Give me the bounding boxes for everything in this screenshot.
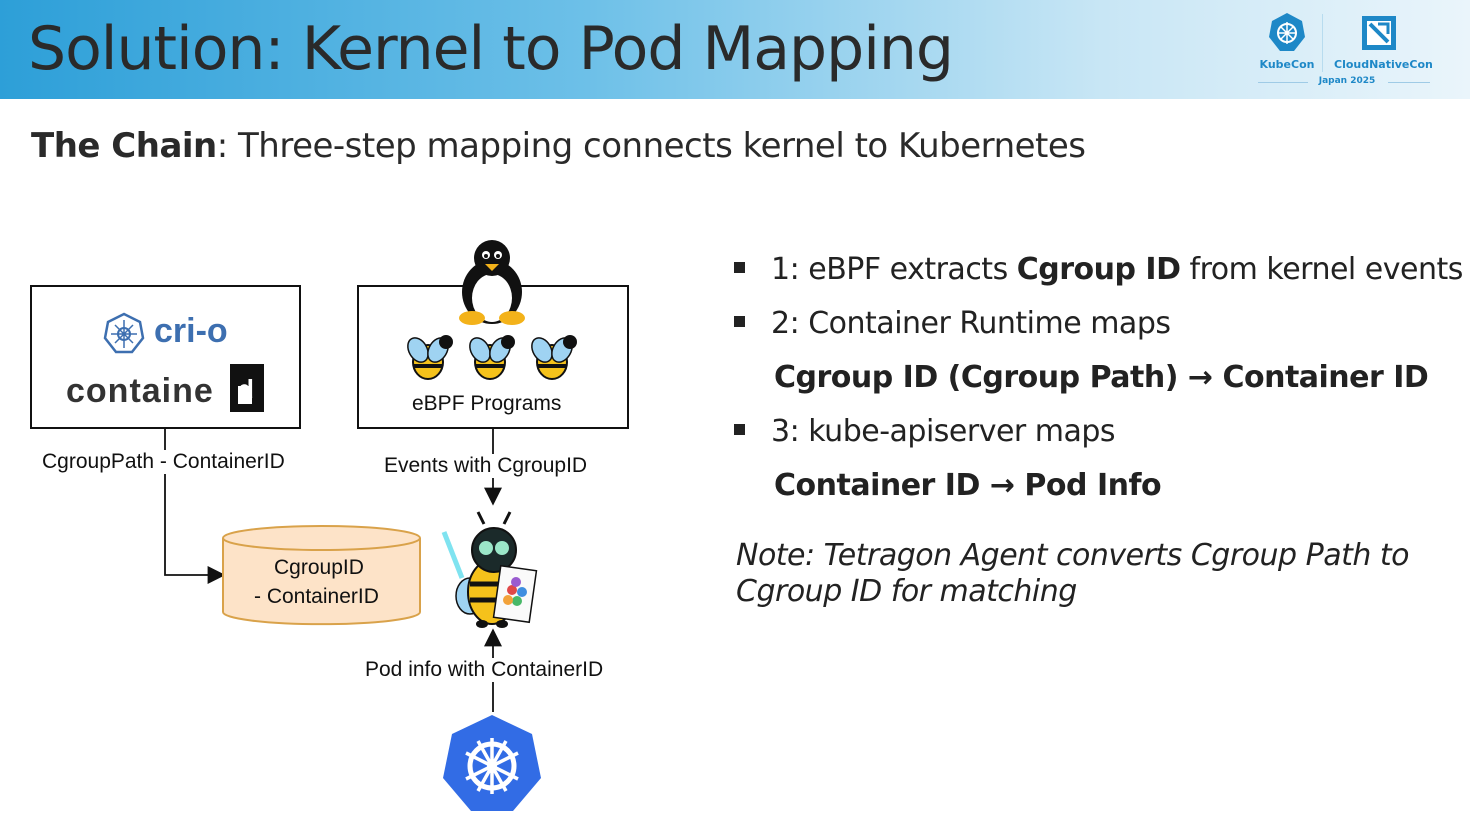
containerd-d-inner — [238, 386, 252, 404]
logo-divider — [1322, 14, 1323, 72]
bullet-square-icon — [734, 262, 745, 273]
containerd-box-letter: d — [238, 374, 254, 404]
bee-icon — [407, 335, 453, 380]
cgroup-container-store — [222, 525, 421, 626]
step-3: 3: kube-apiserver maps — [734, 412, 1116, 452]
bullet-square-icon — [734, 316, 745, 327]
crio-icon — [103, 312, 145, 354]
right-arrow-icon: → — [989, 468, 1015, 503]
step-2-target: Container ID — [1222, 360, 1429, 395]
logo-rule-left — [1258, 82, 1308, 83]
kubecon-label: KubeCon — [1259, 58, 1315, 71]
event-logos: KubeCon CloudNativeCon Japan 2025 — [1252, 10, 1442, 90]
step-2-source: Cgroup ID (Cgroup Path) — [774, 360, 1178, 395]
store-line2: - ContainerID — [254, 585, 379, 608]
step-3-pre: 3: kube-apiserver maps — [771, 414, 1116, 449]
step-2-mapping: Cgroup ID (Cgroup Path) → Container ID — [774, 358, 1429, 398]
chain-subtitle: The Chain: Three-step mapping connects k… — [31, 124, 1086, 168]
crio-label: cri-o — [154, 312, 228, 350]
podinfo-edge-label: Pod info with ContainerID — [363, 658, 606, 682]
bullet-square-icon — [734, 424, 745, 435]
mapping-diagram: cri-o containe d eBPF Programs CgroupPat… — [0, 200, 700, 828]
slide-title: Solution: Kernel to Pod Mapping — [28, 14, 954, 84]
step-1-post: from kernel events — [1180, 252, 1464, 287]
kubecon-icon — [1269, 13, 1305, 51]
cloudnativecon-icon — [1362, 16, 1396, 50]
step-3-mapping: Container ID → Pod Info — [774, 466, 1162, 506]
right-arrow-icon: → — [1187, 360, 1213, 395]
step-3-source: Container ID — [774, 468, 980, 503]
tetragon-bee-icon — [441, 511, 538, 628]
runtime-edge-label: CgroupPath - ContainerID — [40, 450, 287, 474]
diagram-canvas — [30, 240, 629, 811]
cloudnativecon-label: CloudNativeCon — [1334, 58, 1433, 71]
runtime-to-store-arrow — [164, 428, 226, 584]
step-1-bold: Cgroup ID — [1016, 252, 1181, 287]
store-line1: CgroupID — [274, 556, 364, 579]
logo-rule-right — [1388, 82, 1430, 83]
step-2-pre: 2: Container Runtime maps — [771, 306, 1171, 341]
bee-icon — [531, 335, 577, 380]
tux-penguin-icon — [459, 240, 525, 325]
kubernetes-icon — [443, 715, 541, 811]
bee-icon — [469, 335, 515, 380]
subtitle-rest: : Three-step mapping connects kernel to … — [216, 126, 1086, 166]
step-1-pre: 1: eBPF extracts — [771, 252, 1017, 287]
containerd-label: containe — [66, 372, 214, 410]
kubecon-logo: KubeCon — [1242, 10, 1332, 90]
subtitle-bold: The Chain — [31, 126, 217, 166]
events-edge-label: Events with CgroupID — [382, 454, 590, 478]
header-banner: Solution: Kernel to Pod Mapping KubeCon … — [0, 0, 1470, 99]
step-3-target: Pod Info — [1024, 468, 1162, 503]
event-year-label: Japan 2025 — [1318, 76, 1376, 86]
step-1: 1: eBPF extracts Cgroup ID from kernel e… — [734, 250, 1463, 290]
tetragon-note: Note: Tetragon Agent converts Cgroup Pat… — [736, 538, 1410, 609]
ebpf-programs-label: eBPF Programs — [412, 392, 562, 415]
cloudnativecon-logo: CloudNativeCon — [1334, 10, 1433, 90]
step-2: 2: Container Runtime maps — [734, 304, 1171, 344]
